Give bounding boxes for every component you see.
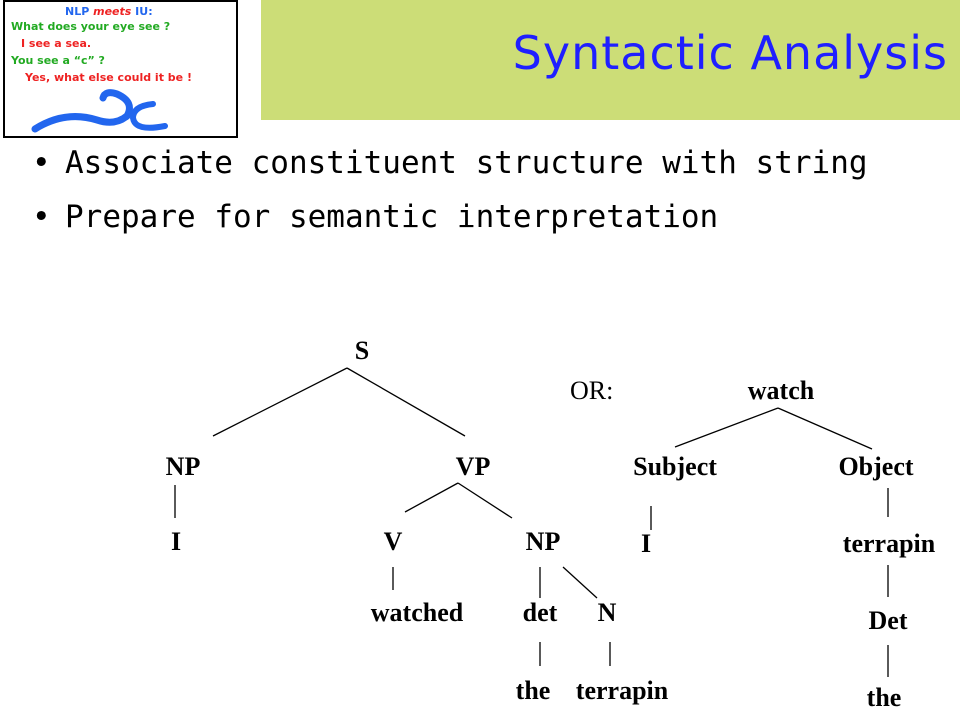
logo-sea-wave-drawing xyxy=(31,89,168,133)
logo-line-2: I see a sea. xyxy=(21,37,92,50)
node-n: N xyxy=(597,598,617,627)
edge-s-vp xyxy=(346,367,466,437)
node-vp: VP xyxy=(455,452,491,481)
bullet-list: • Associate constituent structure with s… xyxy=(32,142,932,250)
edge-np-n xyxy=(562,566,598,599)
node-det-2: Det xyxy=(868,606,908,635)
or-label: OR: xyxy=(570,376,614,405)
logo-line-4: Yes, what else could it be ! xyxy=(25,71,192,84)
edge-watch-subject xyxy=(674,407,779,448)
logo-line-3: You see a “c” ? xyxy=(11,54,105,67)
title-bar: Syntactic Analysis xyxy=(261,0,960,120)
node-object: Object xyxy=(838,452,914,481)
node-det: det xyxy=(522,598,558,627)
bullet-item-1: • Associate constituent structure with s… xyxy=(32,142,932,184)
logo-line-1: What does your eye see ? xyxy=(11,20,171,33)
edge-vp-np xyxy=(457,482,513,519)
node-the: the xyxy=(515,676,551,705)
bullet-item-2: • Prepare for semantic interpretation xyxy=(32,196,932,238)
node-terrapin: terrapin xyxy=(575,676,669,705)
node-the-2: the xyxy=(866,683,902,712)
node-subject: Subject xyxy=(633,452,717,481)
edge-s-np xyxy=(212,367,348,437)
node-np: NP xyxy=(165,452,201,481)
node-i-2: I xyxy=(640,529,652,558)
node-watched: watched xyxy=(370,598,464,627)
bullet-marker: • xyxy=(32,199,51,235)
bullet-marker: • xyxy=(32,145,51,181)
bullet-text-1: Associate constituent structure with str… xyxy=(65,145,868,181)
node-i: I xyxy=(170,527,182,556)
node-v: V xyxy=(383,527,403,556)
node-np2: NP xyxy=(525,527,561,556)
node-watch: watch xyxy=(747,376,815,405)
bullet-text-2: Prepare for semantic interpretation xyxy=(65,199,719,235)
edge-watch-object xyxy=(777,407,873,450)
logo-heading-meets: meets xyxy=(93,5,132,18)
nlp-meets-iu-logo: NLP meets IU: What does your eye see ? I… xyxy=(3,0,238,138)
logo-heading-iu: IU: xyxy=(135,5,153,18)
logo-heading: NLP meets IU: xyxy=(65,5,153,18)
edge-vp-v xyxy=(404,482,459,513)
logo-heading-nlp: NLP xyxy=(65,5,90,18)
node-s: S xyxy=(354,336,370,365)
node-terrapin-2: terrapin xyxy=(842,529,936,558)
slide-title: Syntactic Analysis xyxy=(512,26,948,80)
